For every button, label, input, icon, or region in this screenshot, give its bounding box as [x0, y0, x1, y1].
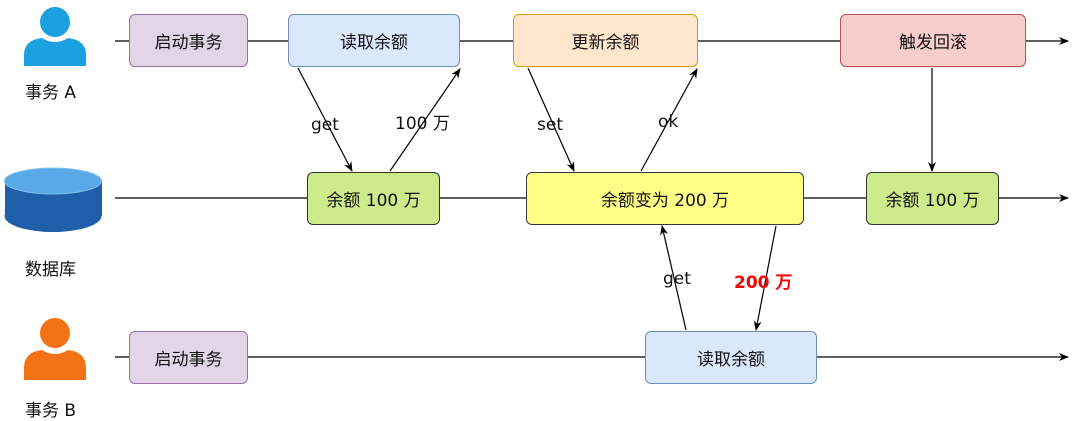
label-get-a: get	[311, 115, 339, 135]
arrow-a-get	[297, 67, 353, 172]
arrow-a-set	[527, 67, 575, 172]
db-balance-100-box: 余额 100 万	[307, 172, 440, 225]
a-update-balance-box: 更新余额	[513, 14, 698, 67]
label-200-wan-dirty: 200 万	[734, 273, 793, 293]
a-read-balance-box: 读取余额	[288, 14, 460, 67]
db-balance-100-after-rollback-box: 余额 100 万	[866, 172, 999, 225]
label-ok-a: ok	[658, 112, 679, 132]
database-label: 数据库	[25, 260, 76, 280]
actor-b-label: 事务 B	[25, 401, 77, 421]
db-balance-200-box: 余额变为 200 万	[526, 172, 804, 225]
a-start-transaction-box: 启动事务	[129, 14, 248, 67]
label-get-b: get	[663, 269, 691, 289]
arrow-db-return-200	[753, 225, 777, 331]
a-rollback-box: 触发回滚	[840, 14, 1026, 67]
actor-a-label: 事务 A	[25, 83, 77, 103]
person-icon-b	[24, 318, 86, 380]
arrow-db-return-100	[389, 68, 461, 172]
arrow-db-ok	[640, 68, 698, 172]
label-set-a: set	[537, 115, 563, 135]
database-icon	[4, 167, 102, 232]
arrow-b-get	[660, 225, 687, 331]
b-start-transaction-box: 启动事务	[129, 331, 248, 384]
label-100-wan: 100 万	[395, 114, 450, 134]
b-read-balance-box: 读取余额	[645, 331, 817, 384]
person-icon-a	[24, 7, 86, 66]
